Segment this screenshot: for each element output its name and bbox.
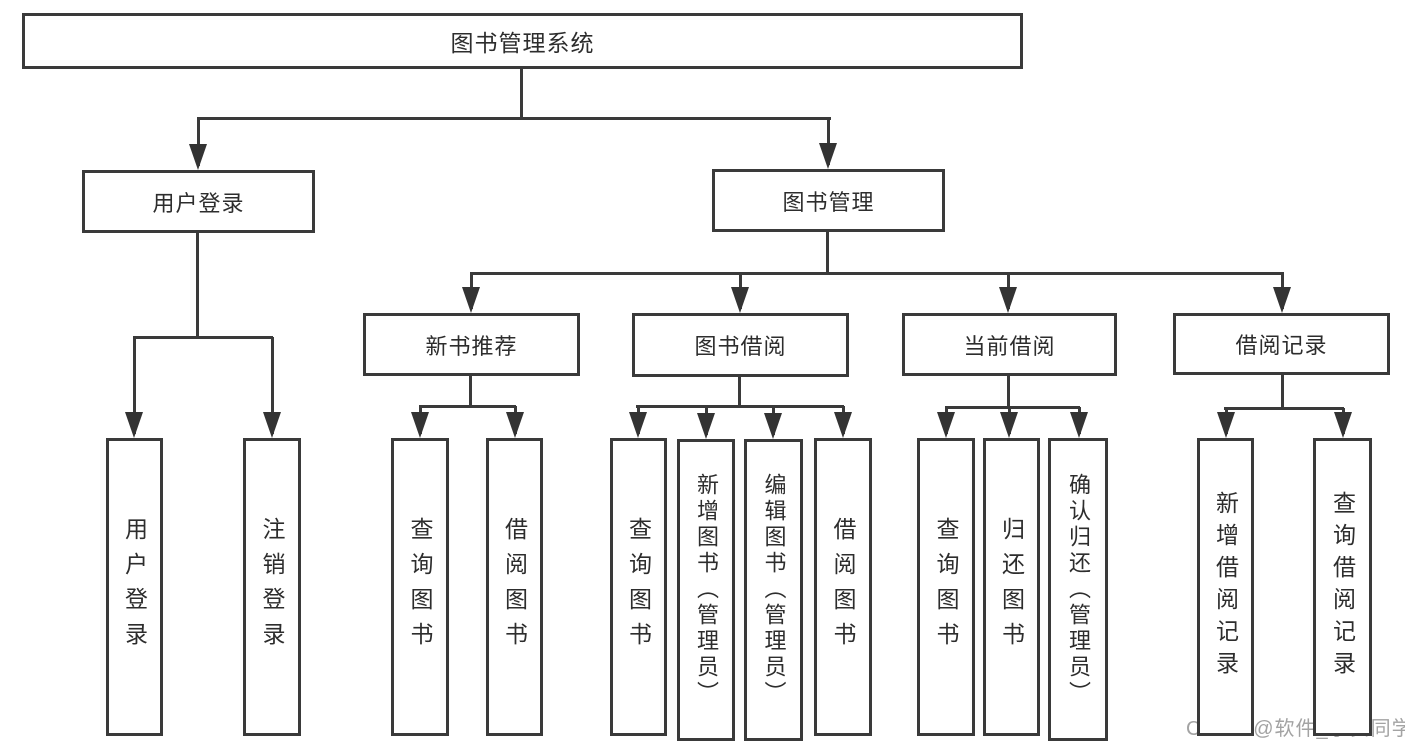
arrowhead-down-icon bbox=[697, 413, 715, 439]
node-label: 确认归还（管理员） bbox=[1066, 472, 1091, 707]
node-query-books-3: 查询图书 bbox=[917, 438, 975, 736]
node-library-management-system: 图书管理系统 bbox=[22, 13, 1023, 69]
node-edit-books-admin: 编辑图书（管理员） bbox=[744, 439, 803, 741]
arrowhead-down-icon bbox=[1334, 412, 1352, 438]
arrowhead-down-icon bbox=[629, 412, 647, 438]
node-label: 新增借阅记录 bbox=[1212, 491, 1239, 683]
node-book-management: 图书管理 bbox=[712, 169, 945, 232]
node-borrow-books-2: 借阅图书 bbox=[814, 438, 872, 736]
node-label: 新书推荐 bbox=[425, 333, 518, 359]
arrowhead-down-icon bbox=[731, 287, 749, 313]
arrowhead-down-icon bbox=[1217, 412, 1235, 438]
arrowhead-down-icon bbox=[1070, 412, 1088, 438]
node-label: 查询图书 bbox=[407, 517, 433, 657]
node-add-borrow-record: 新增借阅记录 bbox=[1197, 438, 1254, 736]
connector-line bbox=[271, 337, 274, 434]
arrowhead-down-icon bbox=[1273, 287, 1291, 313]
connector-line bbox=[1007, 376, 1010, 408]
node-query-books-1: 查询图书 bbox=[391, 438, 449, 736]
node-book-borrowing: 图书借阅 bbox=[632, 313, 849, 377]
node-add-books-admin: 新增图书（管理员） bbox=[677, 439, 735, 741]
connector-line bbox=[470, 272, 1284, 275]
node-label: 图书借阅 bbox=[694, 334, 787, 359]
arrowhead-down-icon bbox=[189, 144, 207, 170]
arrowhead-down-icon bbox=[937, 412, 955, 438]
node-user-login-leaf: 用户登录 bbox=[106, 438, 163, 736]
arrowhead-down-icon bbox=[999, 287, 1017, 313]
node-label: 归还图书 bbox=[998, 517, 1025, 657]
arrowhead-down-icon bbox=[764, 413, 782, 439]
connector-line bbox=[1224, 407, 1344, 410]
node-label: 注销登录 bbox=[259, 517, 285, 657]
node-label: 图书管理系统 bbox=[450, 30, 595, 56]
node-label: 图书管理 bbox=[782, 189, 875, 215]
node-label: 用户登录 bbox=[152, 190, 245, 216]
connector-line bbox=[826, 232, 829, 274]
node-return-books: 归还图书 bbox=[983, 438, 1040, 736]
arrowhead-down-icon bbox=[834, 412, 852, 438]
arrowhead-down-icon bbox=[263, 412, 281, 438]
node-label: 借阅记录 bbox=[1235, 333, 1328, 358]
node-new-book-recommendation: 新书推荐 bbox=[363, 313, 580, 376]
node-confirm-return-admin: 确认归还（管理员） bbox=[1048, 438, 1108, 741]
node-user-login: 用户登录 bbox=[82, 170, 315, 233]
arrowhead-down-icon bbox=[506, 412, 524, 438]
connector-line bbox=[738, 377, 741, 407]
node-label: 当前借阅 bbox=[963, 333, 1056, 359]
node-query-borrow-record: 查询借阅记录 bbox=[1313, 438, 1372, 736]
node-label: 编辑图书（管理员） bbox=[761, 473, 787, 707]
node-label: 查询图书 bbox=[625, 517, 652, 657]
node-label: 查询图书 bbox=[933, 517, 959, 657]
connector-line bbox=[469, 376, 472, 407]
connector-line bbox=[133, 336, 273, 339]
node-label: 新增图书（管理员） bbox=[694, 473, 719, 707]
node-query-books-2: 查询图书 bbox=[610, 438, 667, 736]
connector-line bbox=[197, 118, 200, 166]
arrowhead-down-icon bbox=[411, 412, 429, 438]
connector-line bbox=[196, 233, 199, 338]
connector-line bbox=[945, 406, 1080, 409]
arrowhead-down-icon bbox=[819, 143, 837, 169]
connector-line bbox=[520, 69, 523, 120]
arrowhead-down-icon bbox=[125, 412, 143, 438]
node-label: 用户登录 bbox=[121, 517, 148, 657]
node-borrowing-records: 借阅记录 bbox=[1173, 313, 1390, 375]
node-label: 查询借阅记录 bbox=[1329, 491, 1356, 683]
node-logout-leaf: 注销登录 bbox=[243, 438, 301, 736]
connector-line bbox=[197, 117, 831, 120]
connector-line bbox=[636, 405, 844, 408]
arrowhead-down-icon bbox=[462, 287, 480, 313]
connector-line bbox=[419, 405, 516, 408]
node-label: 借阅图书 bbox=[501, 517, 528, 657]
arrowhead-down-icon bbox=[1000, 412, 1018, 438]
connector-line bbox=[1281, 375, 1284, 409]
connector-line bbox=[133, 337, 136, 434]
connector-line bbox=[827, 118, 830, 165]
node-current-borrowing: 当前借阅 bbox=[902, 313, 1117, 376]
node-label: 借阅图书 bbox=[830, 517, 856, 657]
node-borrow-books-1: 借阅图书 bbox=[486, 438, 543, 736]
